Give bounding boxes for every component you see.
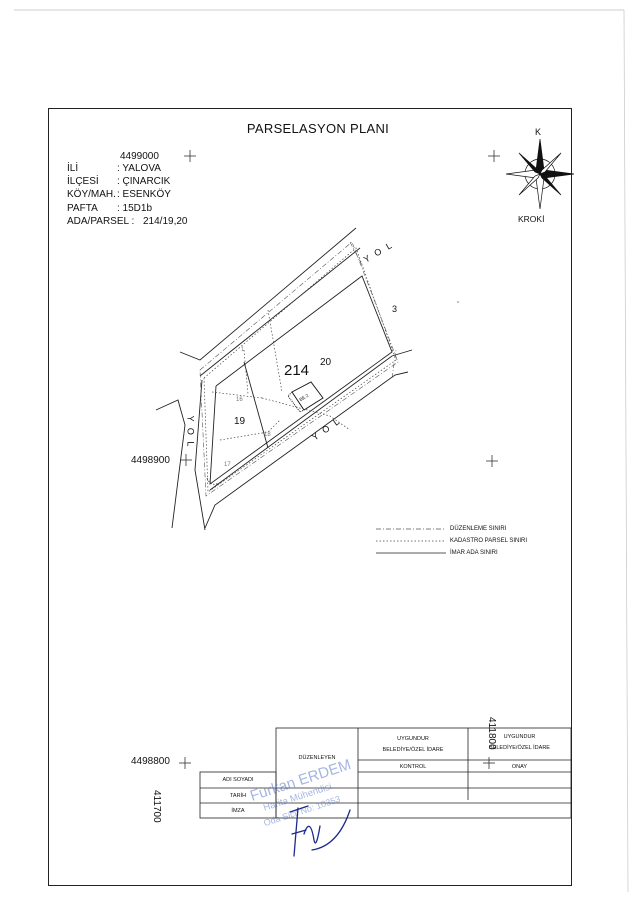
road-edge-left-outer [155,399,186,529]
info-row-ilce: İLÇESİ : ÇINARCIK [67,175,188,188]
table-header-onay: ONAY [511,764,528,770]
cadastre-boundary [203,247,397,493]
parcel-split-line [243,361,269,449]
parcel-label-20: 20 [320,357,332,368]
info-row-ada: ADA/PARSEL : 214/19,20 [67,215,188,228]
info-row-koy: KÖY/MAH. : ESENKÖY [67,188,188,201]
coord-4499000: 4499000 [120,151,159,162]
cadastre-line [243,349,249,395]
coord-4498800: 4498800 [131,756,170,767]
legend-item-kadastro: KADASTRO PARSEL SINIRI [376,538,527,544]
info-label: İLİ [67,163,79,174]
cross-mark [179,757,191,769]
small-label-16: 16 [236,397,243,403]
info-value: : ÇINARCIK [117,176,171,188]
info-row-pafta: PAFTA : 15D1b [67,202,188,215]
cadastre-line [219,419,281,441]
compass-rose-icon [505,138,575,210]
plan-sheet-frame [48,108,572,886]
info-row-il: İLİ : YALOVA [67,162,188,175]
coord-4498900: 4498900 [131,455,170,466]
table-header-uygundur-1: UYGUNDUR [397,736,429,742]
legend-item-duzenleme: DÜZENLEME SINIRI [376,526,506,532]
info-label: KÖY/MAH. [67,189,116,201]
page-title: PARSELASYON PLANI [246,121,390,136]
compass-north-letter: K [535,127,542,137]
small-label-18: 18 [264,432,271,438]
table-header-uygundur-2: UYGUNDUR [503,734,536,740]
table-header-kontrol: KONTROL [399,764,427,770]
table-row-imza: İMZA [231,808,245,814]
small-label-17: 17 [224,462,231,468]
cross-mark [483,757,495,769]
legend-line-solid [376,552,446,554]
road-edge-left-inner [194,379,206,531]
info-label: PAFTA [67,202,98,214]
cross-mark [488,150,500,162]
legend-line-dotted [376,540,446,542]
road-edge-diag-outer [204,371,409,529]
legend-label: KADASTRO PARSEL SINIRI [450,538,528,544]
legend-line-dashdot [376,528,446,530]
imar-ada-boundary [209,275,393,485]
duzenleme-boundary [199,241,399,497]
parcel-label-19: 19 [234,416,246,427]
building-be2 [287,381,324,413]
info-value: 214/19,20 [143,215,188,227]
legend-item-imar: İMAR ADA SINIRI [376,550,498,556]
info-value: : YALOVA [117,163,161,174]
kroki-label: KROKİ [518,214,545,224]
block-label-214: 214 [284,362,310,379]
cross-mark [180,454,192,466]
legend-label: İMAR ADA SINIRI [450,550,498,556]
legend-label: DÜZENLEME SINIRI [450,526,507,532]
info-label: İLÇESİ [67,176,99,188]
duzenleme-line [391,349,397,379]
info-label: ADA/PARSEL : [67,215,135,227]
info-value: : 15D1b [117,202,153,214]
duzenleme-line [349,241,363,266]
table-header-belediye-2: BELEDİYE/ÖZEL İDARE [489,745,550,751]
table-row-tarih: TARİH [229,793,247,799]
scan-dot [457,301,459,303]
parcel-info-block: İLİ : YALOVA İLÇESİ : ÇINARCIK KÖY/MAH. … [67,162,188,228]
road-edge-top-outer [179,227,357,361]
info-value: : ESENKÖY [117,189,171,201]
small-label-1: 1 [241,347,245,353]
table-header-belediye-1: BELEDİYE/ÖZEL İDARE [382,747,444,753]
road-edge-diag-inner [209,349,413,491]
parcel-label-3: 3 [392,304,398,314]
road-edge-top-inner [199,247,361,377]
cross-mark [486,455,498,467]
table-header-duzenleyen: DÜZENLEYEN [298,755,336,761]
cross-mark [184,150,196,162]
arc-mark [206,477,222,485]
signature-icon [289,805,351,857]
cadastre-line [261,397,351,431]
table-row-adi-soyadi: ADI SOYADI [222,777,254,783]
cadastre-line [211,391,263,399]
